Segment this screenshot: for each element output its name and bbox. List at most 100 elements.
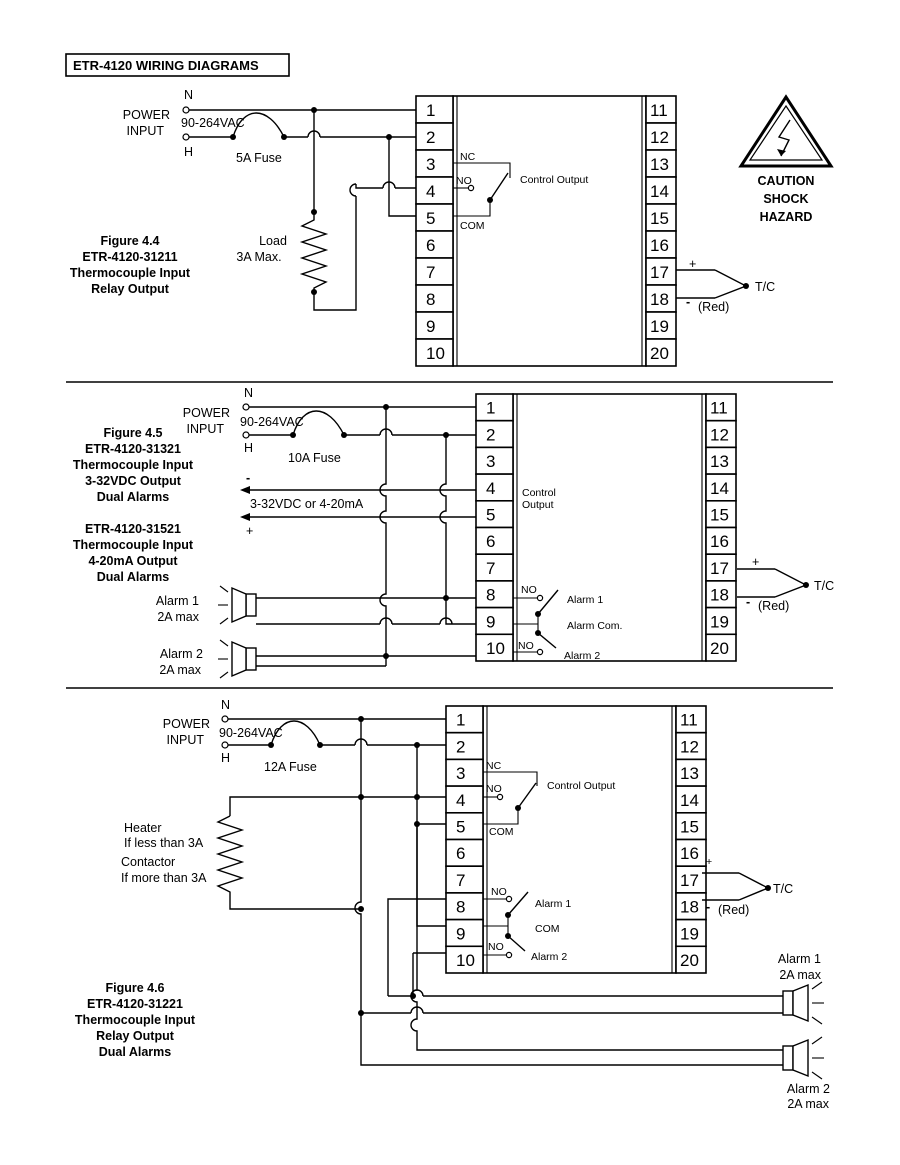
terminal-left: [475, 633, 514, 662]
fig46-alarm1-contact: Alarm 1: [535, 898, 571, 910]
fig45-caption-8: 4-20mA Output: [88, 554, 178, 568]
fig45-red: (Red): [758, 599, 789, 613]
controller-body: [452, 95, 647, 367]
fig45-alarm2-2: 2A max: [159, 663, 201, 677]
fig45-output: Output: [522, 499, 554, 511]
fig46-minus: -: [706, 900, 710, 914]
terminal-number: 14: [650, 182, 669, 201]
terminal-number: 9: [486, 612, 495, 631]
terminal-number: 5: [456, 818, 465, 837]
terminal-number: 10: [426, 344, 445, 363]
terminal-number: 13: [680, 764, 699, 783]
alarm-2-buzzer-icon: [782, 1036, 824, 1080]
terminal-right: [675, 758, 707, 787]
fig44-caption-1: Figure 4.4: [100, 234, 159, 248]
terminal-number: 11: [650, 101, 668, 120]
title-box: [65, 53, 290, 77]
terminal-number: 18: [650, 290, 669, 309]
terminal-number: 18: [710, 586, 729, 605]
fig45-plus: +: [752, 555, 759, 569]
fig45-no1: NO: [521, 584, 537, 596]
fig46-plus: +: [706, 856, 712, 868]
fig46-n-label: N: [221, 698, 230, 712]
fig44-minus: -: [686, 295, 690, 309]
fig45-caption-6: ETR-4120-31521: [85, 522, 181, 536]
fig44-caption-2: ETR-4120-31211: [82, 250, 177, 264]
fig46-heater-2: If less than 3A: [124, 836, 204, 850]
terminal-left: [475, 606, 514, 636]
fig44-red: (Red): [698, 300, 729, 314]
fig45-caption-5: Dual Alarms: [97, 490, 170, 504]
fig45-no2: NO: [518, 640, 534, 652]
terminal-number: 20: [650, 344, 669, 363]
terminal-left: [445, 811, 484, 841]
terminal-right: [675, 731, 707, 761]
terminal-right: [705, 606, 737, 636]
page-title: ETR-4120 WIRING DIAGRAMS: [73, 58, 259, 73]
fuse-symbol: [232, 112, 285, 138]
terminal-left: [415, 338, 454, 367]
terminal-number: 7: [426, 263, 435, 282]
fig45-tc: T/C: [814, 579, 834, 593]
terminal-left: [445, 865, 484, 894]
fig46-power-label: POWER: [163, 717, 210, 731]
caution-line-1: CAUTION: [758, 174, 815, 188]
terminal-number: 9: [456, 924, 465, 943]
terminal-number: 4: [426, 182, 435, 201]
shock-hazard-icon: [738, 94, 834, 168]
terminal-right: [645, 311, 677, 340]
terminal-number: 15: [680, 818, 699, 837]
terminal-number: 5: [486, 506, 495, 525]
fig46-caption-4: Relay Output: [96, 1029, 175, 1043]
fig45-alarm-com: Alarm Com.: [567, 620, 622, 632]
terminal-number: 3: [486, 452, 495, 471]
fig45-h-label: H: [244, 441, 253, 455]
terminal-number: 15: [710, 506, 729, 525]
terminal-number: 1: [426, 101, 435, 120]
terminal-number: 9: [426, 317, 435, 336]
caution-line-3: HAZARD: [760, 210, 813, 224]
terminal-number: 6: [456, 844, 465, 863]
terminal-number: 19: [650, 317, 669, 336]
fig44-control-output: Control Output: [520, 174, 588, 186]
terminal-number: 2: [426, 128, 435, 147]
terminal-number: 1: [456, 711, 465, 730]
fig45-out-minus: -: [246, 471, 250, 485]
terminal-number: 17: [710, 559, 729, 578]
terminal-right: [645, 149, 677, 178]
fig45-alarm1-contact: Alarm 1: [567, 594, 603, 606]
terminal-number: 7: [486, 559, 495, 578]
terminal-left: [445, 918, 484, 948]
terminal-right: [675, 892, 707, 921]
terminal-number: 8: [456, 898, 465, 917]
fig44-power-label: POWER: [123, 108, 170, 122]
power-terminal: [182, 106, 190, 114]
terminal-left: [415, 203, 454, 232]
heater-resistor: [215, 815, 361, 910]
fig46-caption-1: Figure 4.6: [105, 981, 164, 995]
terminal-number: 18: [680, 898, 699, 917]
fig45-caption-9: Dual Alarms: [97, 570, 170, 584]
fig44-h-label: H: [184, 145, 193, 159]
fig46-alarm-com: COM: [535, 923, 560, 935]
fig44-nc: NC: [460, 151, 476, 163]
fig46-heater-4: If more than 3A: [121, 871, 207, 885]
fig46-control-output: Control Output: [547, 780, 615, 792]
fig46-no2: NO: [488, 941, 504, 953]
alarm-2-buzzer-icon: [218, 639, 257, 679]
fig44-load-2: 3A Max.: [236, 250, 281, 264]
fig46-fuse-label: 12A Fuse: [264, 760, 317, 774]
fig44-com: COM: [460, 220, 485, 232]
fig44-load-1: Load: [259, 234, 287, 248]
fig45-out-label: 3-32VDC or 4-20mA: [250, 497, 364, 511]
fig45-alarm1-2: 2A max: [157, 610, 199, 624]
fig45-control: Control: [522, 487, 556, 499]
fig45-alarm2-contact: Alarm 2: [564, 650, 600, 662]
terminal-right: [705, 553, 737, 582]
